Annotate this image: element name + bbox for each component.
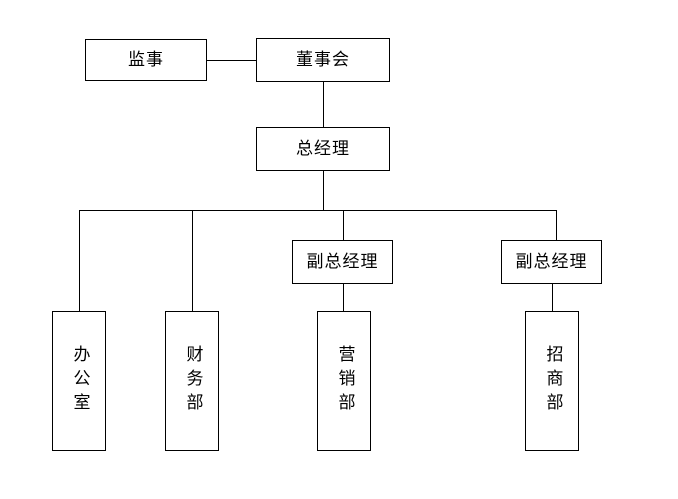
connector-bus-to-office	[79, 210, 80, 311]
node-deputy-manager-1-label: 副总经理	[306, 251, 379, 272]
node-investment-label: 招商部	[542, 345, 563, 417]
connector-bus-to-deputy-manager-1	[343, 210, 344, 240]
connector-board-to-general-manager	[323, 82, 324, 127]
node-board-label: 董事会	[296, 49, 350, 70]
node-finance[interactable]: 财务部	[165, 311, 219, 451]
connector-general-manager-stem	[323, 170, 324, 211]
node-marketing-label: 营销部	[334, 345, 355, 417]
node-deputy-manager-2-label: 副总经理	[515, 251, 588, 272]
node-deputy-manager-1[interactable]: 副总经理	[292, 240, 393, 284]
connector-distribution-bus	[79, 210, 557, 211]
node-investment[interactable]: 招商部	[525, 311, 579, 451]
node-marketing[interactable]: 营销部	[317, 311, 371, 451]
node-office-label: 办公室	[69, 345, 90, 417]
connector-supervisor-to-board	[207, 60, 256, 61]
node-board[interactable]: 董事会	[256, 38, 390, 82]
node-finance-label: 财务部	[182, 345, 203, 417]
connector-deputy-manager-1-to-marketing	[343, 283, 344, 311]
connector-bus-to-finance	[192, 210, 193, 311]
node-supervisor[interactable]: 监事	[85, 39, 207, 81]
connector-bus-to-deputy-manager-2	[556, 210, 557, 240]
node-office[interactable]: 办公室	[52, 311, 106, 451]
node-supervisor-label: 监事	[128, 49, 164, 70]
node-general-manager[interactable]: 总经理	[256, 127, 390, 171]
node-deputy-manager-2[interactable]: 副总经理	[501, 240, 602, 284]
node-general-manager-label: 总经理	[296, 138, 350, 159]
connector-deputy-manager-2-to-investment	[552, 283, 553, 311]
